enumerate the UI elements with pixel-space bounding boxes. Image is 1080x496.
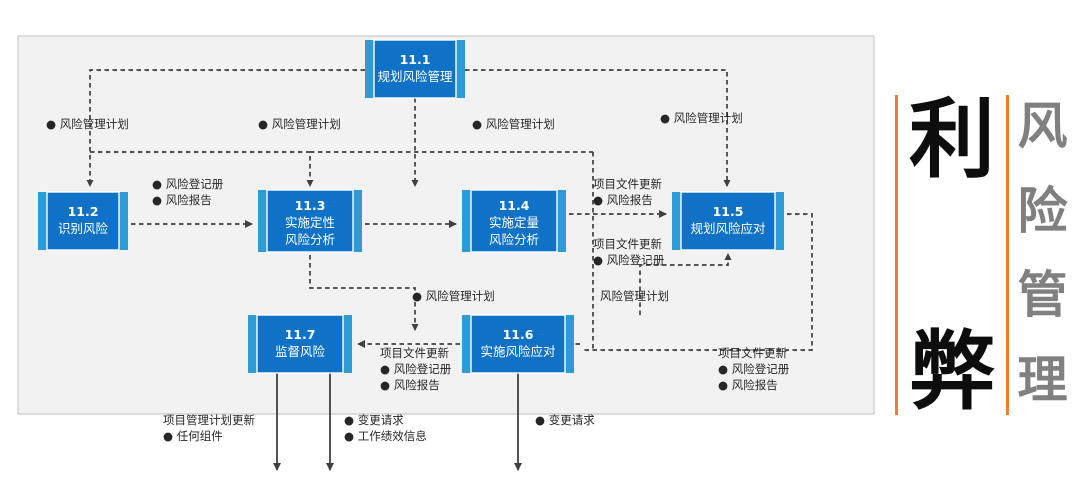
label-docupd-report: 项目文件更新 ● 风险报告: [593, 177, 662, 207]
label-change-perf: ● 变更请求 ● 工作绩效信息: [344, 413, 427, 443]
output-arrow-layer: [273, 373, 522, 471]
label-line: ● 风险管理计划: [412, 289, 495, 303]
title-char-li: 理: [1017, 350, 1068, 409]
big-character-column: 利 弊: [898, 95, 1006, 415]
label-line: 项目文件更新: [593, 177, 662, 191]
label-line: ● 风险报告: [718, 378, 778, 392]
box-title-line-2: 风险分析: [489, 232, 539, 247]
box-title-line-1: 规划风险管理: [377, 69, 453, 84]
box-inner-face: [680, 191, 776, 251]
label-line: ● 任何组件: [163, 429, 223, 443]
conn-11-1-left-bus: [86, 69, 365, 187]
label-line: ● 风险管理计划: [46, 117, 129, 131]
box-number: 11.2: [68, 204, 99, 219]
label-line: ● 变更请求: [535, 413, 595, 427]
box-title-line-1: 实施定量: [489, 215, 539, 230]
conn-11-5-loop-right: [584, 213, 813, 351]
label-line: ● 工作绩效信息: [344, 429, 427, 443]
conn-11-3-down: [309, 255, 419, 331]
title-char-guan: 管: [1017, 266, 1068, 325]
label-line: ● 风险登记册: [593, 253, 665, 267]
box-inner-face: [256, 314, 344, 374]
label-line: ● 风险管理计划: [258, 117, 341, 131]
label-line: 项目文件更新: [593, 237, 662, 251]
label-line: 项目文件更新: [718, 346, 787, 360]
box-inner-face: [266, 189, 354, 253]
box-title-line-1: 规划风险应对: [690, 221, 765, 236]
title-char-feng: 风: [1017, 97, 1068, 155]
label-line: ● 风险管理计划: [660, 111, 743, 125]
connector-layer: [86, 69, 813, 351]
label-rmp-3: ● 风险管理计划: [472, 117, 555, 131]
label-change-req: ● 变更请求: [535, 413, 595, 427]
process-box-11-7[interactable]: 11.7 监督风险: [248, 314, 352, 374]
label-rmp-1: ● 风险管理计划: [46, 117, 129, 131]
process-box-11-5[interactable]: 11.5 规划风险应对: [672, 191, 784, 251]
box-title-line-1: 监督风险: [275, 344, 326, 359]
orange-rule-left: [895, 95, 898, 415]
conn-11-1-right-bus: [465, 69, 731, 187]
label-line: ● 风险报告: [152, 193, 212, 207]
process-box-11-2[interactable]: 11.2 识别风险: [38, 191, 128, 251]
box-title-line-1: 识别风险: [58, 221, 109, 236]
label-pmp-update: 项目管理计划更新 ● 任何组件: [163, 413, 255, 443]
label-line: ● 变更请求: [344, 413, 404, 427]
label-rmp-4: ● 风险管理计划: [660, 111, 743, 125]
box-number: 11.6: [503, 327, 534, 342]
process-box-11-6[interactable]: 11.6 实施风险应对: [462, 314, 574, 374]
box-number: 11.4: [499, 198, 530, 213]
box-number: 11.1: [400, 52, 431, 67]
label-line: ● 风险报告: [380, 378, 440, 392]
label-docupd-right: 项目文件更新 ● 风险登记册 ● 风险报告: [718, 346, 790, 392]
label-line: ● 风险报告: [593, 193, 653, 207]
label-rmp-5: ● 风险管理计划: [412, 289, 495, 303]
label-docupd-register: 项目文件更新 ● 风险登记册: [593, 237, 665, 267]
box-number: 11.7: [285, 327, 316, 342]
label-line: 项目文件更新: [380, 346, 449, 360]
box-title-line-1: 实施风险应对: [480, 344, 555, 359]
label-docupd-left: 项目文件更新 ● 风险登记册 ● 风险报告: [380, 346, 452, 392]
process-box-11-1[interactable]: 11.1 规划风险管理: [365, 39, 465, 99]
label-line: ● 风险登记册: [718, 362, 790, 376]
box-number: 11.3: [295, 198, 326, 213]
conn-11-6-to-11-5: [639, 253, 732, 315]
box-inner-face: [470, 189, 558, 253]
label-rmp-2: ● 风险管理计划: [258, 117, 341, 131]
label-line: ● 风险管理计划: [472, 117, 555, 131]
big-char-bi: 弊: [909, 322, 995, 422]
big-char-li: 利: [909, 90, 995, 190]
label-line: 项目管理计划更新: [163, 413, 255, 427]
label-line: ● 风险登记册: [380, 362, 452, 376]
box-inner-face: [46, 191, 120, 251]
title-char-xian: 险: [1017, 181, 1068, 240]
label-rmp-6: 风险管理计划: [600, 289, 669, 303]
label-line: ● 风险登记册: [152, 177, 224, 191]
orange-rule-right: [1006, 95, 1009, 415]
flow-labels: ● 风险管理计划● 风险管理计划● 风险管理计划● 风险管理计划● 风险登记册●…: [46, 111, 790, 443]
box-inner-face: [470, 314, 566, 374]
box-title-line-2: 风险分析: [285, 232, 335, 247]
side-title-panel: 利 弊 风 险 管 理: [895, 95, 1070, 415]
vertical-title-column: 风 险 管 理: [1009, 95, 1070, 415]
label-register-report: ● 风险登记册 ● 风险报告: [152, 177, 224, 207]
box-number: 11.5: [713, 204, 744, 219]
label-line: 风险管理计划: [600, 289, 669, 303]
box-inner-face: [373, 39, 457, 99]
box-title-line-1: 实施定性: [285, 215, 335, 230]
